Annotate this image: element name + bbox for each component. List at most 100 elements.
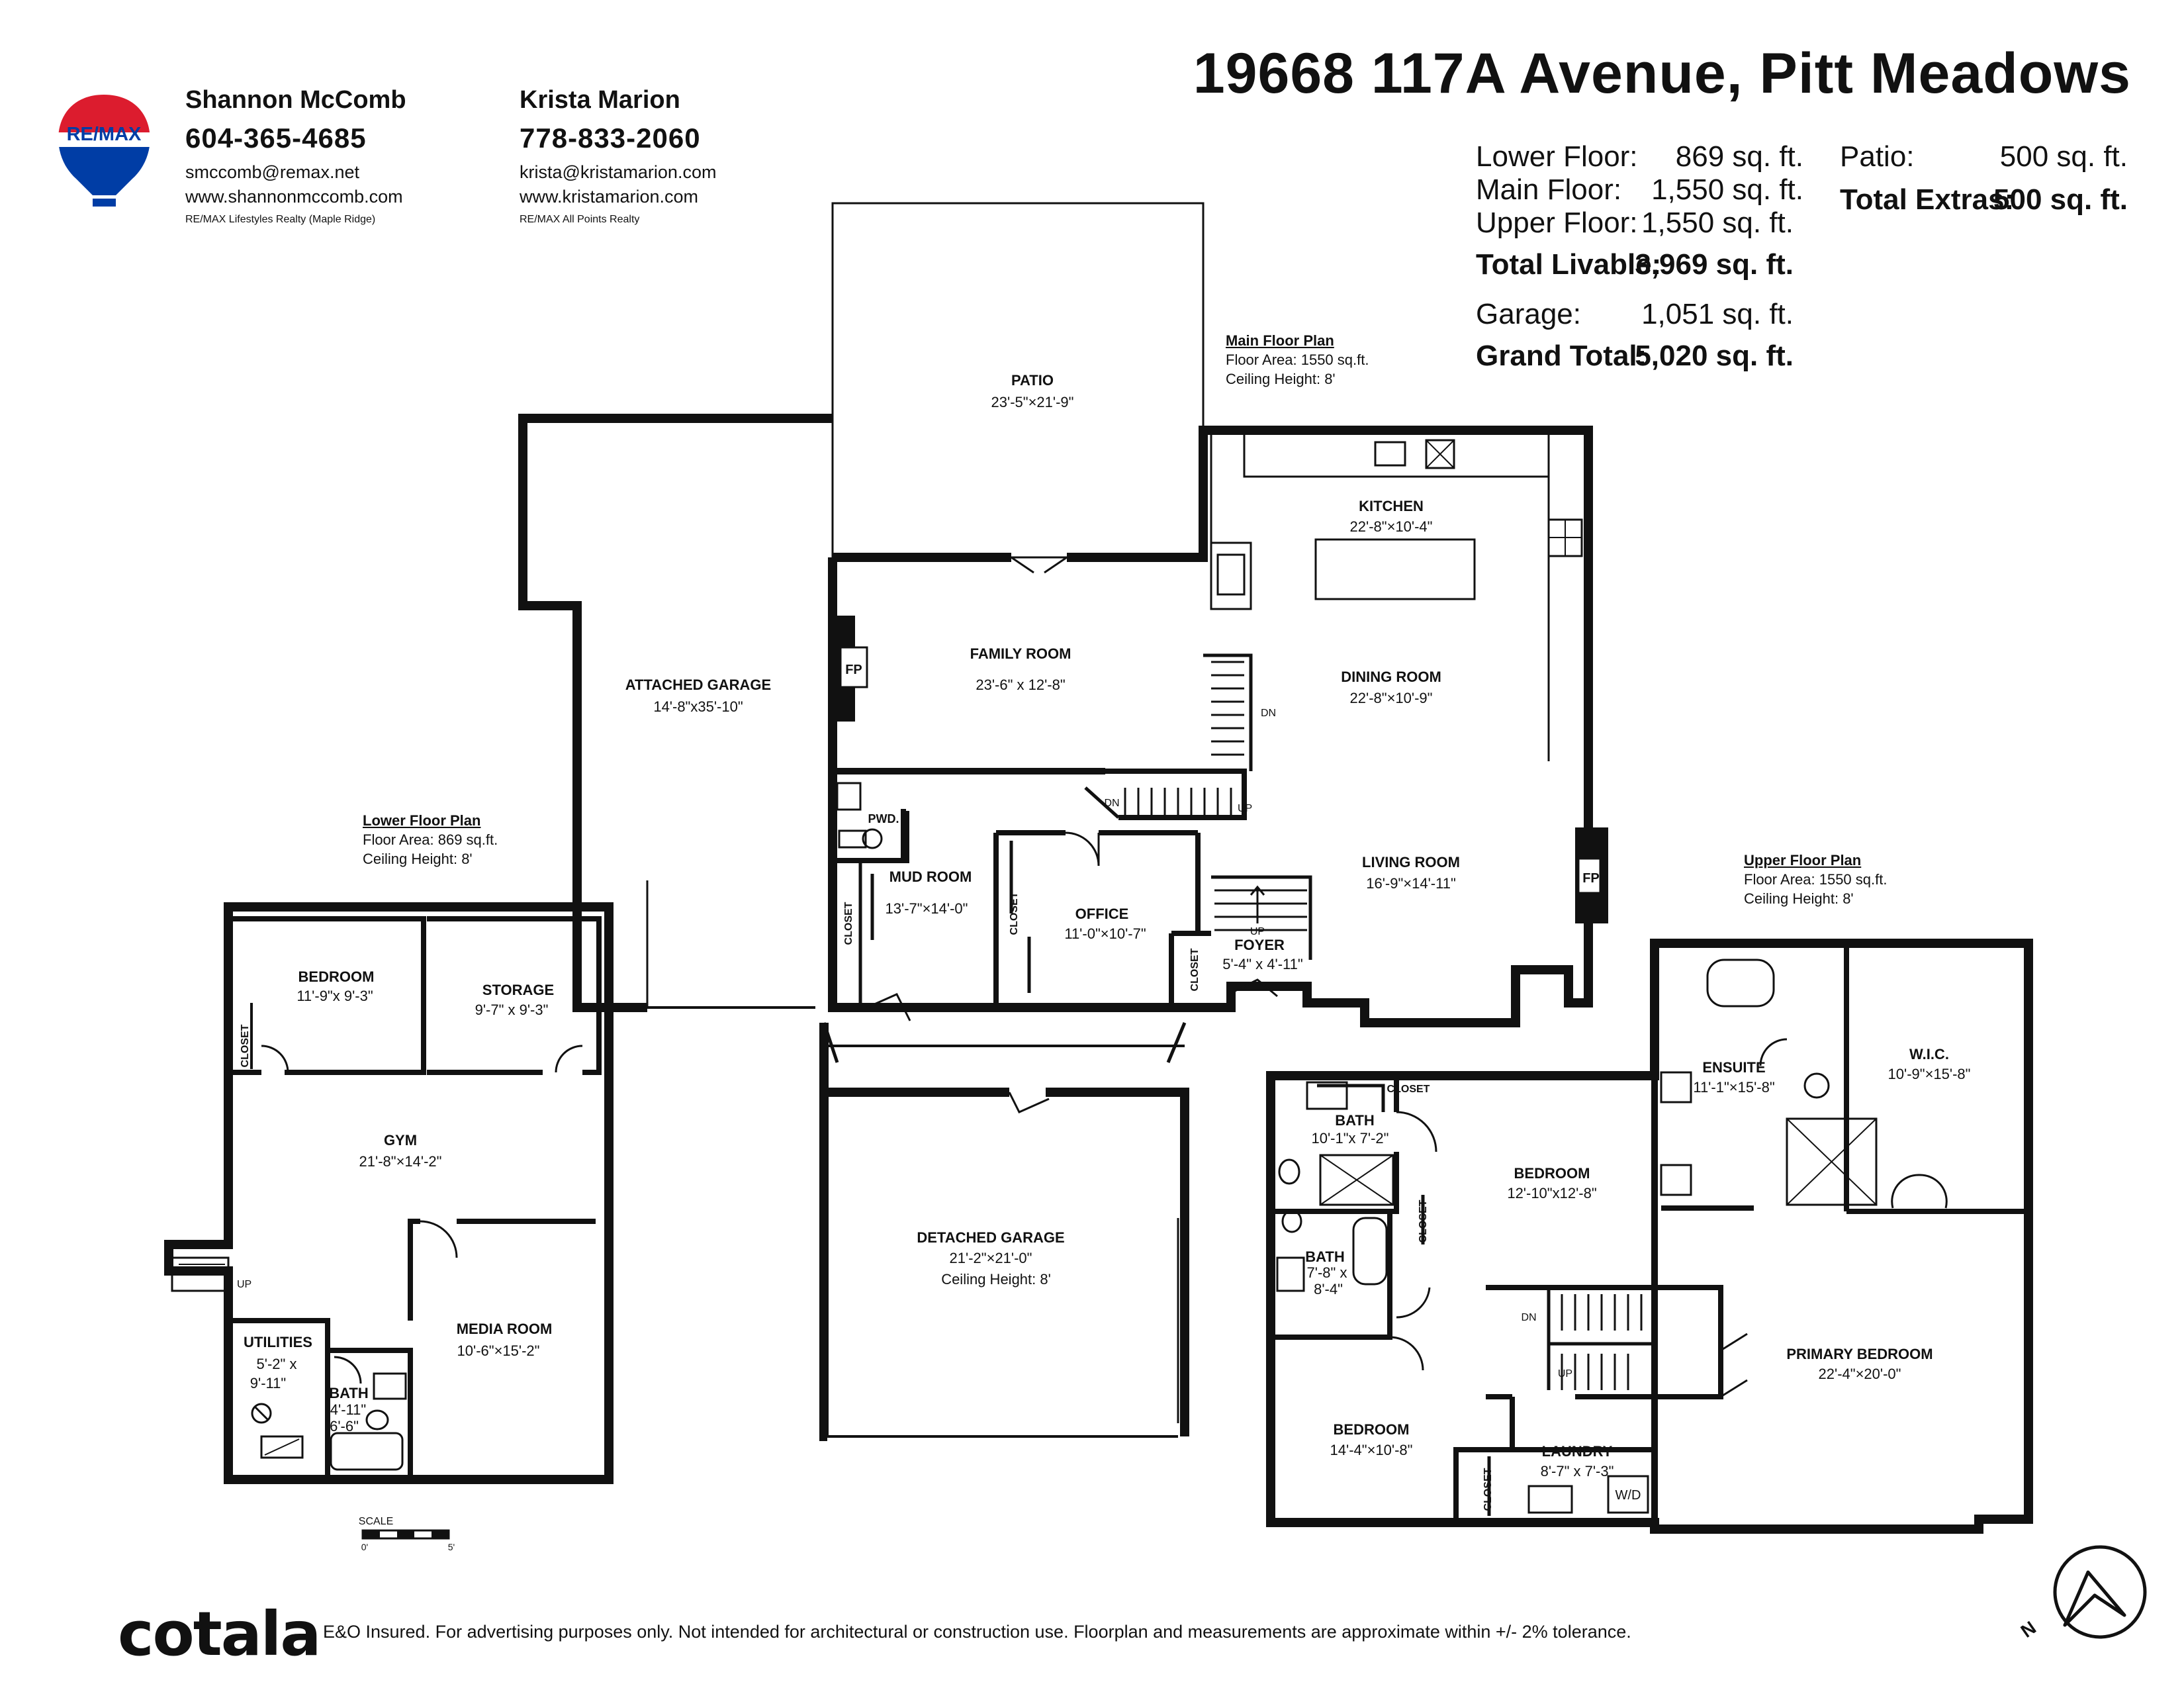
- agent-1-phone[interactable]: 604-365-4685: [185, 122, 367, 154]
- wic-dims: 10'-9"×15'-8": [1888, 1066, 1971, 1082]
- laundry-dims: 8'-7" x 7'-3": [1541, 1463, 1614, 1479]
- upper-closet-label-1: CLOSET: [1387, 1084, 1430, 1095]
- agent-2: Krista Marion 778-833-2060 krista@krista…: [520, 86, 716, 226]
- storage-name: STORAGE: [482, 982, 554, 998]
- upper-bath2-dims2: 8'-4": [1314, 1281, 1343, 1297]
- wic-name: W.I.C.: [1909, 1046, 1949, 1062]
- agent-2-phone[interactable]: 778-833-2060: [520, 122, 701, 154]
- summary-patio-label: Patio:: [1840, 140, 1915, 173]
- foyer-up-label: UP: [1250, 926, 1265, 937]
- detached-garage-name: DETACHED GARAGE: [917, 1229, 1064, 1246]
- kitchen-dn-label: DN: [1261, 708, 1276, 719]
- gym-dims: 21'-8"×14'-2": [359, 1153, 442, 1170]
- svg-text:N: N: [2017, 1617, 2040, 1642]
- agent-1-email[interactable]: smccomb@remax.net: [185, 162, 359, 182]
- upper-bedroom1-dims: 12'-10"x12'-8": [1507, 1185, 1596, 1201]
- pwd-name: PWD.: [868, 812, 899, 825]
- agent-1-website[interactable]: www.shannonmccomb.com: [185, 187, 403, 207]
- office-closet-label: CLOSET: [1009, 892, 1020, 935]
- upper-closet-label-2: CLOSET: [1418, 1199, 1429, 1243]
- attached-garage-name: ATTACHED GARAGE: [625, 677, 771, 693]
- upper-bedroom1-name: BEDROOM: [1514, 1165, 1590, 1182]
- summary-extras-value: 500 sq. ft.: [1993, 183, 2128, 216]
- scale-label: SCALE: [359, 1516, 393, 1527]
- stair-dn-label: DN: [1104, 798, 1119, 809]
- storage-dims: 9'-7" x 9'-3": [475, 1002, 549, 1018]
- agent-1-office: RE/MAX Lifestyles Realty (Maple Ridge): [185, 214, 376, 225]
- upper-dn-label: DN: [1521, 1312, 1536, 1323]
- property-address-title: 19668 117A Avenue, Pitt Meadows: [1193, 42, 2131, 105]
- lower-closet-label: CLOSET: [240, 1024, 251, 1067]
- detached-garage-walls: [819, 1023, 1189, 1441]
- mud-room-name: MUD ROOM: [889, 868, 972, 885]
- agent-2-email[interactable]: krista@kristamarion.com: [520, 162, 717, 182]
- office-dims: 11'-0"×10'-7": [1064, 925, 1146, 942]
- agent-1: Shannon McComb 604-365-4685 smccomb@rema…: [185, 86, 406, 226]
- lower-floor-title: Lower Floor Plan: [363, 812, 481, 829]
- scale-bar: [361, 1529, 450, 1540]
- upper-floor-area: Floor Area: 1550 sq.ft.: [1744, 871, 1888, 888]
- summary-grand-label: Grand Total:: [1476, 340, 1647, 372]
- summary-main-label: Main Floor:: [1476, 173, 1622, 206]
- ensuite-dims: 11'-1"×15'-8": [1693, 1079, 1774, 1096]
- lower-floor-area: Floor Area: 869 sq.ft.: [363, 831, 498, 848]
- kitchen-island: [1314, 538, 1476, 600]
- lower-floor-plan-header: Lower Floor Plan Floor Area: 869 sq.ft. …: [363, 811, 498, 868]
- mud-room-dims: 13'-7"×14'-0": [886, 900, 968, 917]
- lower-bath-name: BATH: [329, 1385, 368, 1401]
- agent-1-name: Shannon McComb: [185, 86, 406, 114]
- kitchen-name: KITCHEN: [1359, 498, 1424, 514]
- summary-main-value: 1,550 sq. ft.: [1651, 173, 1803, 206]
- summary-lower-value: 869 sq. ft.: [1675, 140, 1803, 173]
- patio-name: PATIO: [1011, 372, 1054, 389]
- main-floor-plan-header: Main Floor Plan Floor Area: 1550 sq.ft. …: [1226, 331, 1369, 389]
- summary-lower-label: Lower Floor:: [1476, 140, 1638, 173]
- disclaimer: E&O Insured. For advertising purposes on…: [323, 1622, 1631, 1642]
- family-room-name: FAMILY ROOM: [970, 645, 1071, 662]
- agent-2-name: Krista Marion: [520, 86, 680, 114]
- upper-up-label: UP: [1558, 1368, 1572, 1380]
- attached-garage-dims: 14'-8"x35'-10": [653, 698, 743, 715]
- family-room-dims: 23'-6" x 12'-8": [976, 677, 1065, 693]
- agent-2-office: RE/MAX All Points Realty: [520, 214, 640, 225]
- upper-floor-title: Upper Floor Plan: [1744, 852, 1862, 868]
- summary-patio-value: 500 sq. ft.: [1999, 140, 2128, 173]
- remax-logo: RE/MAX: [58, 95, 150, 207]
- upper-bath1-dims: 10'-1"x 7'-2": [1312, 1130, 1389, 1147]
- laundry-name: LAUNDRY: [1542, 1443, 1613, 1460]
- summary-upper-label: Upper Floor:: [1476, 207, 1638, 239]
- upper-floor-plan-header: Upper Floor Plan Floor Area: 1550 sq.ft.…: [1744, 851, 1887, 908]
- living-room-dims: 16'-9"×14'-11": [1366, 875, 1456, 892]
- summary-upper-value: 1,550 sq. ft.: [1641, 207, 1794, 239]
- cotala-logo: cotala: [118, 1599, 321, 1669]
- upper-bedroom2-name: BEDROOM: [1334, 1421, 1410, 1438]
- detached-garage-ceiling: Ceiling Height: 8': [941, 1271, 1051, 1288]
- media-room-name: MEDIA ROOM: [457, 1321, 553, 1337]
- upper-bedroom2-dims: 14'-4"×10'-8": [1330, 1442, 1413, 1458]
- agent-2-website[interactable]: www.kristamarion.com: [520, 187, 699, 207]
- main-floor-ceiling: Ceiling Height: 8': [1226, 371, 1336, 387]
- summary-garage-value: 1,051 sq. ft.: [1641, 298, 1794, 330]
- upper-floor-ceiling: Ceiling Height: 8': [1744, 890, 1854, 907]
- attached-garage-walls: [518, 414, 833, 1012]
- compass-icon: N: [2017, 1545, 2147, 1642]
- svg-text:RE/MAX: RE/MAX: [67, 124, 142, 145]
- summary-grand-value: 5,020 sq. ft.: [1635, 340, 1794, 372]
- utilities-name: UTILITIES: [244, 1334, 312, 1350]
- stair-up-label: UP: [1238, 803, 1252, 814]
- ensuite-name: ENSUITE: [1702, 1059, 1765, 1076]
- dining-room-name: DINING ROOM: [1341, 669, 1441, 685]
- main-floor-title: Main Floor Plan: [1226, 332, 1334, 349]
- media-room-dims: 10'-6"×15'-2": [457, 1342, 540, 1359]
- utilities-dims1: 5'-2" x: [257, 1356, 297, 1372]
- foyer-closet-label: CLOSET: [1189, 948, 1201, 991]
- wd-label: W/D: [1615, 1488, 1641, 1503]
- gym-name: GYM: [384, 1132, 417, 1149]
- lower-floor-ceiling: Ceiling Height: 8': [363, 851, 473, 867]
- lower-up-label: UP: [237, 1279, 251, 1290]
- foyer-name: FOYER: [1234, 937, 1285, 953]
- dining-room-dims: 22'-8"×10'-9": [1350, 690, 1433, 706]
- lower-bath-dims2: 6'-6": [330, 1418, 359, 1434]
- lower-bath-dims1: 4'-11": [330, 1401, 366, 1418]
